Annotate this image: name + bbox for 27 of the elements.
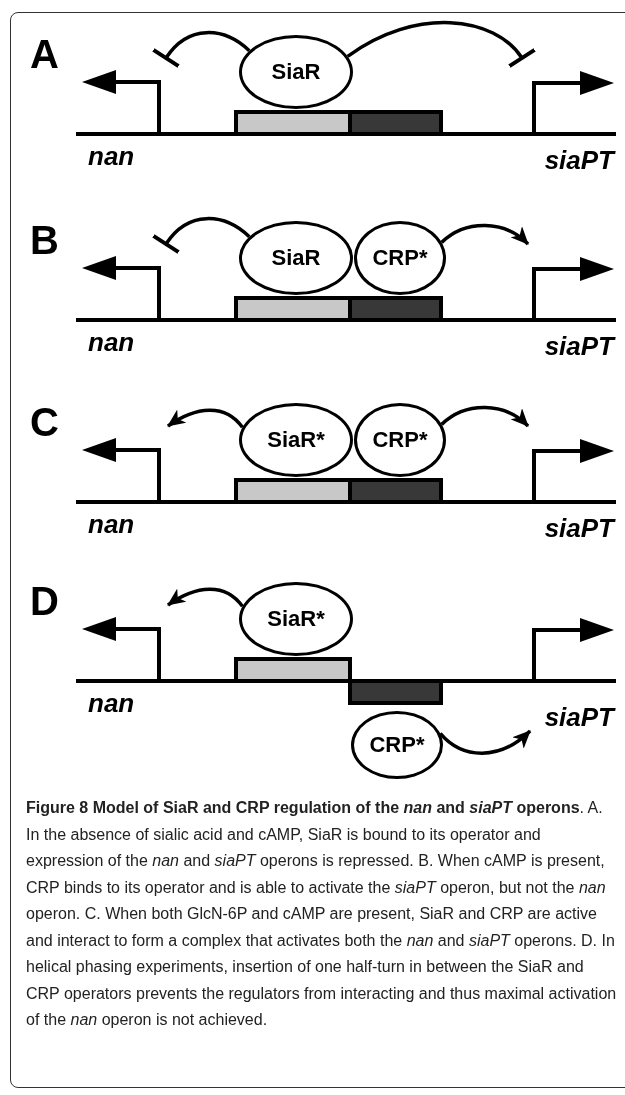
protein-oval: SiaR	[239, 221, 353, 295]
repression-line	[346, 20, 536, 70]
activation-arrow	[440, 405, 530, 428]
protein-oval: SiaR	[239, 35, 353, 109]
protein-oval: CRP*	[354, 221, 446, 295]
protein-oval: CRP*	[354, 403, 446, 477]
panel-letter: D	[30, 581, 59, 621]
protein-oval: SiaR*	[239, 582, 353, 656]
gene-label: nan	[88, 689, 135, 717]
protein-oval: SiaR*	[239, 403, 353, 477]
gene-label: nan	[88, 328, 135, 356]
panel-letter: A	[30, 34, 59, 74]
panel-letter: C	[30, 402, 59, 442]
gene-label: nan	[88, 510, 135, 538]
gene-label: siaPT	[544, 332, 614, 360]
protein-oval: CRP*	[351, 711, 443, 779]
caption: Figure 8 Model of SiaR and CRP regulation of the nan and siaPT operons. A. In the absence of sialic acid and cAMP, SiaR is bound to its operator and expression of the nan and siaPT operons is repressed. B. When cAMP is present, CRP binds to its operator and is able to activate the siaPT operon, but not the nan operon. C. When both GlcN-6P and cAMP are present, SiaR and CRP are active and interact to form a complex that activates both the nan and siaPT operons. D. In helical phasing experiments, insertion of one half-turn in between the SiaR and CRP operators prevents the regulators from interacting and thus maximal activation of the nan operon is not achieved.	[26, 798, 618, 1030]
repression-line	[151, 30, 251, 69]
panel-letter: B	[30, 220, 59, 260]
activation-arrow	[167, 408, 244, 429]
gene-label: siaPT	[544, 514, 614, 542]
gene-label: nan	[88, 142, 135, 170]
gene-label: siaPT	[544, 146, 614, 174]
gene-label: siaPT	[544, 703, 614, 731]
repression-line	[151, 216, 251, 255]
activation-arrow	[167, 587, 244, 608]
activation-arrow	[440, 223, 530, 246]
